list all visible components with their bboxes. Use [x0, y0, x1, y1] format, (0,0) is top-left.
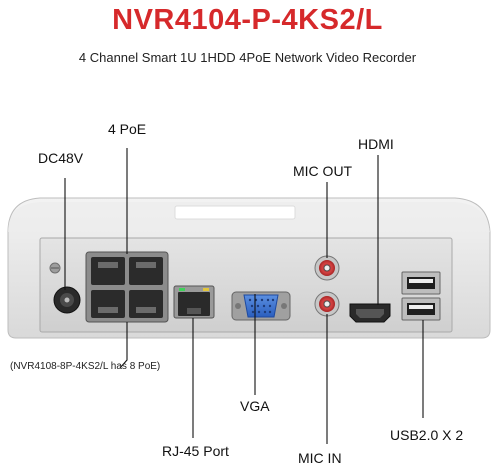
label-rj45: RJ-45 Port — [162, 443, 229, 459]
poe-ports — [85, 251, 169, 323]
product-subtitle: 4 Channel Smart 1U 1HDD 4PoE Network Vid… — [78, 50, 417, 65]
label-mic-out: MIC OUT — [293, 163, 353, 179]
poe-variant-note: (NVR4108-8P-4KS2/L has 8 PoE) — [10, 361, 161, 372]
callout-line-note — [119, 322, 128, 369]
mic-out-jack — [314, 255, 340, 281]
dc48v-power-jack — [53, 286, 81, 314]
mic-in-jack — [314, 291, 340, 317]
rj45-port — [173, 285, 215, 319]
label-poe: 4 PoE — [108, 121, 147, 137]
callout-lines — [64, 148, 424, 444]
hdmi-port — [349, 303, 391, 323]
ground-screw — [49, 262, 61, 274]
label-usb: USB2.0 X 2 — [390, 427, 464, 443]
label-mic-in: MIC IN — [298, 450, 342, 466]
label-dc48v: DC48V — [38, 150, 84, 166]
label-vga: VGA — [240, 398, 270, 414]
label-hdmi: HDMI — [358, 136, 394, 152]
vga-port — [231, 291, 291, 321]
product-title: NVR4104-P-4KS2/L — [112, 4, 383, 36]
usb-ports — [401, 271, 441, 321]
